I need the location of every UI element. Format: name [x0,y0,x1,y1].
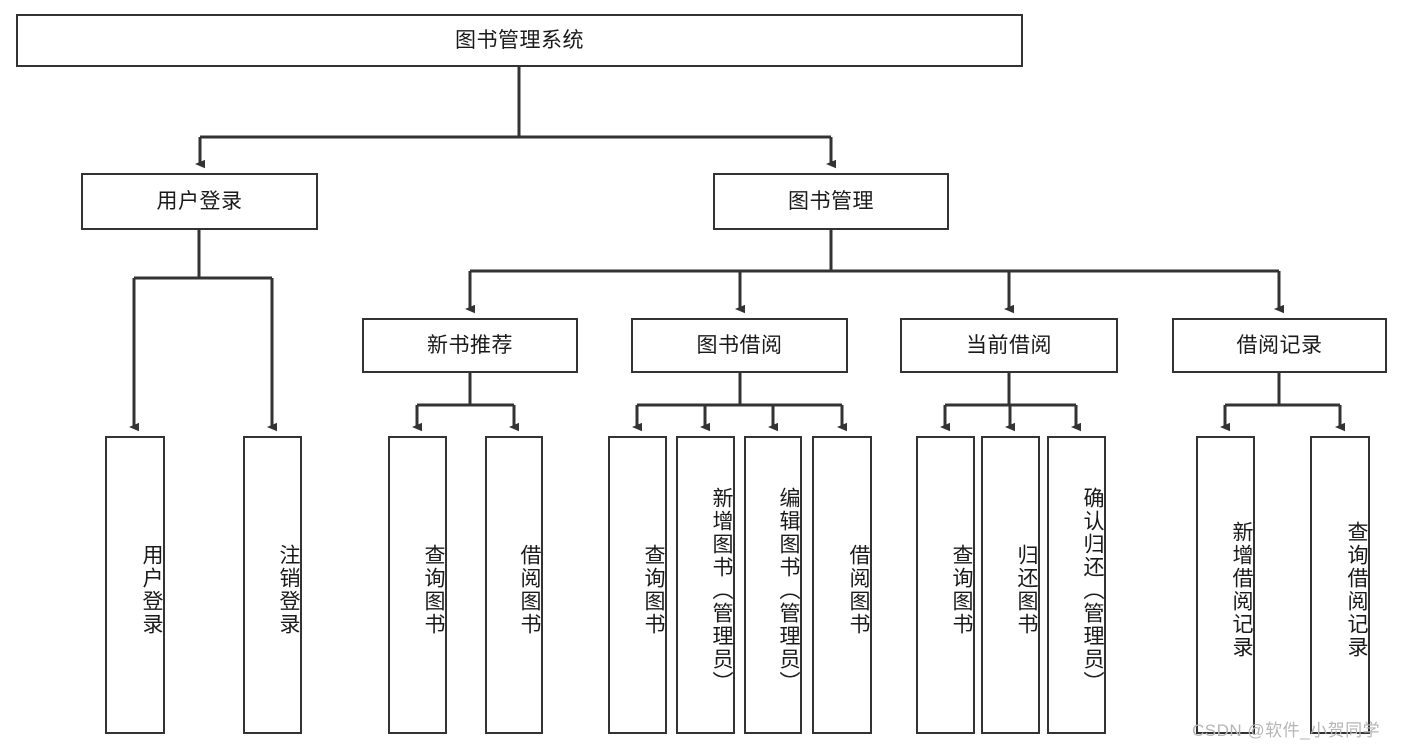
leaf-borrow-book[interactable]: 借阅图书 [812,436,872,734]
node-current-borrow[interactable]: 当前借阅 [900,318,1118,373]
node-user-login[interactable]: 用户登录 [81,173,318,230]
leaf-return-book[interactable]: 归还图书 [981,436,1040,734]
watermark: CSDN @软件_小贺同学 [1192,721,1381,740]
node-borrow-record[interactable]: 借阅记录 [1172,318,1387,373]
leaf-query-book-current[interactable]: 查询图书 [916,436,975,734]
node-root[interactable]: 图书管理系统 [16,14,1023,67]
node-new-book-recommend[interactable]: 新书推荐 [362,318,578,373]
leaf-add-borrow-record[interactable]: 新增借阅记录 [1196,436,1255,734]
leaf-query-book-new[interactable]: 查询图书 [388,436,447,734]
node-book-borrow[interactable]: 图书借阅 [631,318,848,373]
node-book-management[interactable]: 图书管理 [713,173,949,230]
leaf-borrow-book-new[interactable]: 借阅图书 [485,436,543,734]
leaf-user-login[interactable]: 用户登录 [105,436,165,734]
leaf-edit-book-admin[interactable]: 编辑图书（管理员） [744,436,802,734]
leaf-confirm-return-admin[interactable]: 确认归还（管理员） [1047,436,1106,734]
leaf-query-borrow-record[interactable]: 查询借阅记录 [1310,436,1370,734]
leaf-add-book-admin[interactable]: 新增图书（管理员） [676,436,735,734]
leaf-logout-login[interactable]: 注销登录 [243,436,302,734]
leaf-query-book-borrow[interactable]: 查询图书 [608,436,667,734]
